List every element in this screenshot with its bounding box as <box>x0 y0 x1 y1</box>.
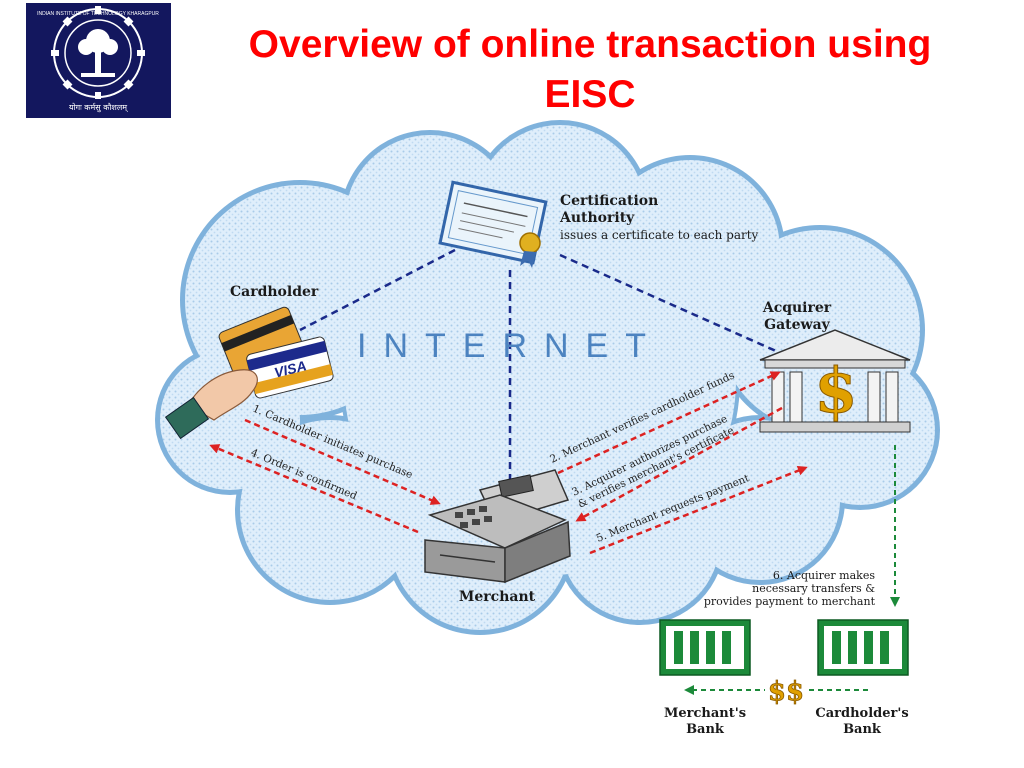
cardholder-bank-icon <box>817 619 909 676</box>
svg-text:issues a certificate to each p: issues a certificate to each party <box>560 228 759 242</box>
cash-register-icon <box>424 469 571 584</box>
svg-text:Merchant's: Merchant's <box>664 706 746 721</box>
hand-icon <box>164 369 258 440</box>
arrow-step-2 <box>557 371 781 475</box>
logo-ring-text: INDIAN INSTITUTE OF TECHNOLOGY KHARAGPUR <box>37 11 159 17</box>
cardholder-label: Cardholder <box>230 284 319 300</box>
svg-text:provides payment to merchant: provides payment to merchant <box>704 595 876 608</box>
slide-title: Overview of online transaction using EIS… <box>175 20 1005 120</box>
arrow-step-4 <box>209 444 419 534</box>
svg-text:necessary transfers &: necessary transfers & <box>752 582 875 595</box>
merchant-label: Merchant <box>459 589 536 605</box>
svg-text:6. Acquirer makes: 6. Acquirer makes <box>773 569 875 582</box>
institute-logo: INDIAN INSTITUTE OF TECHNOLOGY KHARAGPUR… <box>26 3 171 118</box>
svg-text:Bank: Bank <box>686 722 725 737</box>
cardholder-bank-label: Cardholder's Bank <box>815 706 908 737</box>
svg-text:Cardholder's: Cardholder's <box>815 706 908 721</box>
ca-links <box>299 248 786 480</box>
credit-cards-icon: VISA <box>218 306 334 399</box>
arrow-step-5 <box>589 465 808 555</box>
svg-text:Gateway: Gateway <box>764 317 831 333</box>
bank-building-icon: $ <box>759 329 911 433</box>
visa-text: VISA <box>272 357 308 380</box>
svg-text:Acquirer: Acquirer <box>762 300 832 316</box>
merchant-bank-label: Merchant's Bank <box>664 706 746 737</box>
step-6-label: 6. Acquirer makes necessary transfers & … <box>704 569 876 608</box>
arrow-step-3 <box>575 406 783 522</box>
merchant-bank-icon <box>659 619 751 676</box>
dollar-sign-icon: $ <box>814 354 857 427</box>
svg-text:Bank: Bank <box>843 722 882 737</box>
svg-text:Certification: Certification <box>560 193 658 209</box>
slide-title-line-2: EISC <box>544 73 636 116</box>
arrow-step-1 <box>244 418 441 505</box>
certification-authority-label: Certification Authority issues a certifi… <box>559 193 759 242</box>
slide-title-line-1: Overview of online transaction using <box>248 23 932 66</box>
svg-text:Authority: Authority <box>559 210 635 226</box>
transaction-arrows <box>209 371 808 555</box>
tree-icon <box>78 29 118 77</box>
logo-motto: योगः कर्मसु कौशलम् <box>69 102 129 113</box>
acquirer-gateway-label: Acquirer Gateway <box>762 300 832 333</box>
certificate-icon <box>438 180 548 268</box>
internet-label: INTERNET <box>357 327 663 365</box>
transfer-currency: $$ <box>768 677 804 707</box>
